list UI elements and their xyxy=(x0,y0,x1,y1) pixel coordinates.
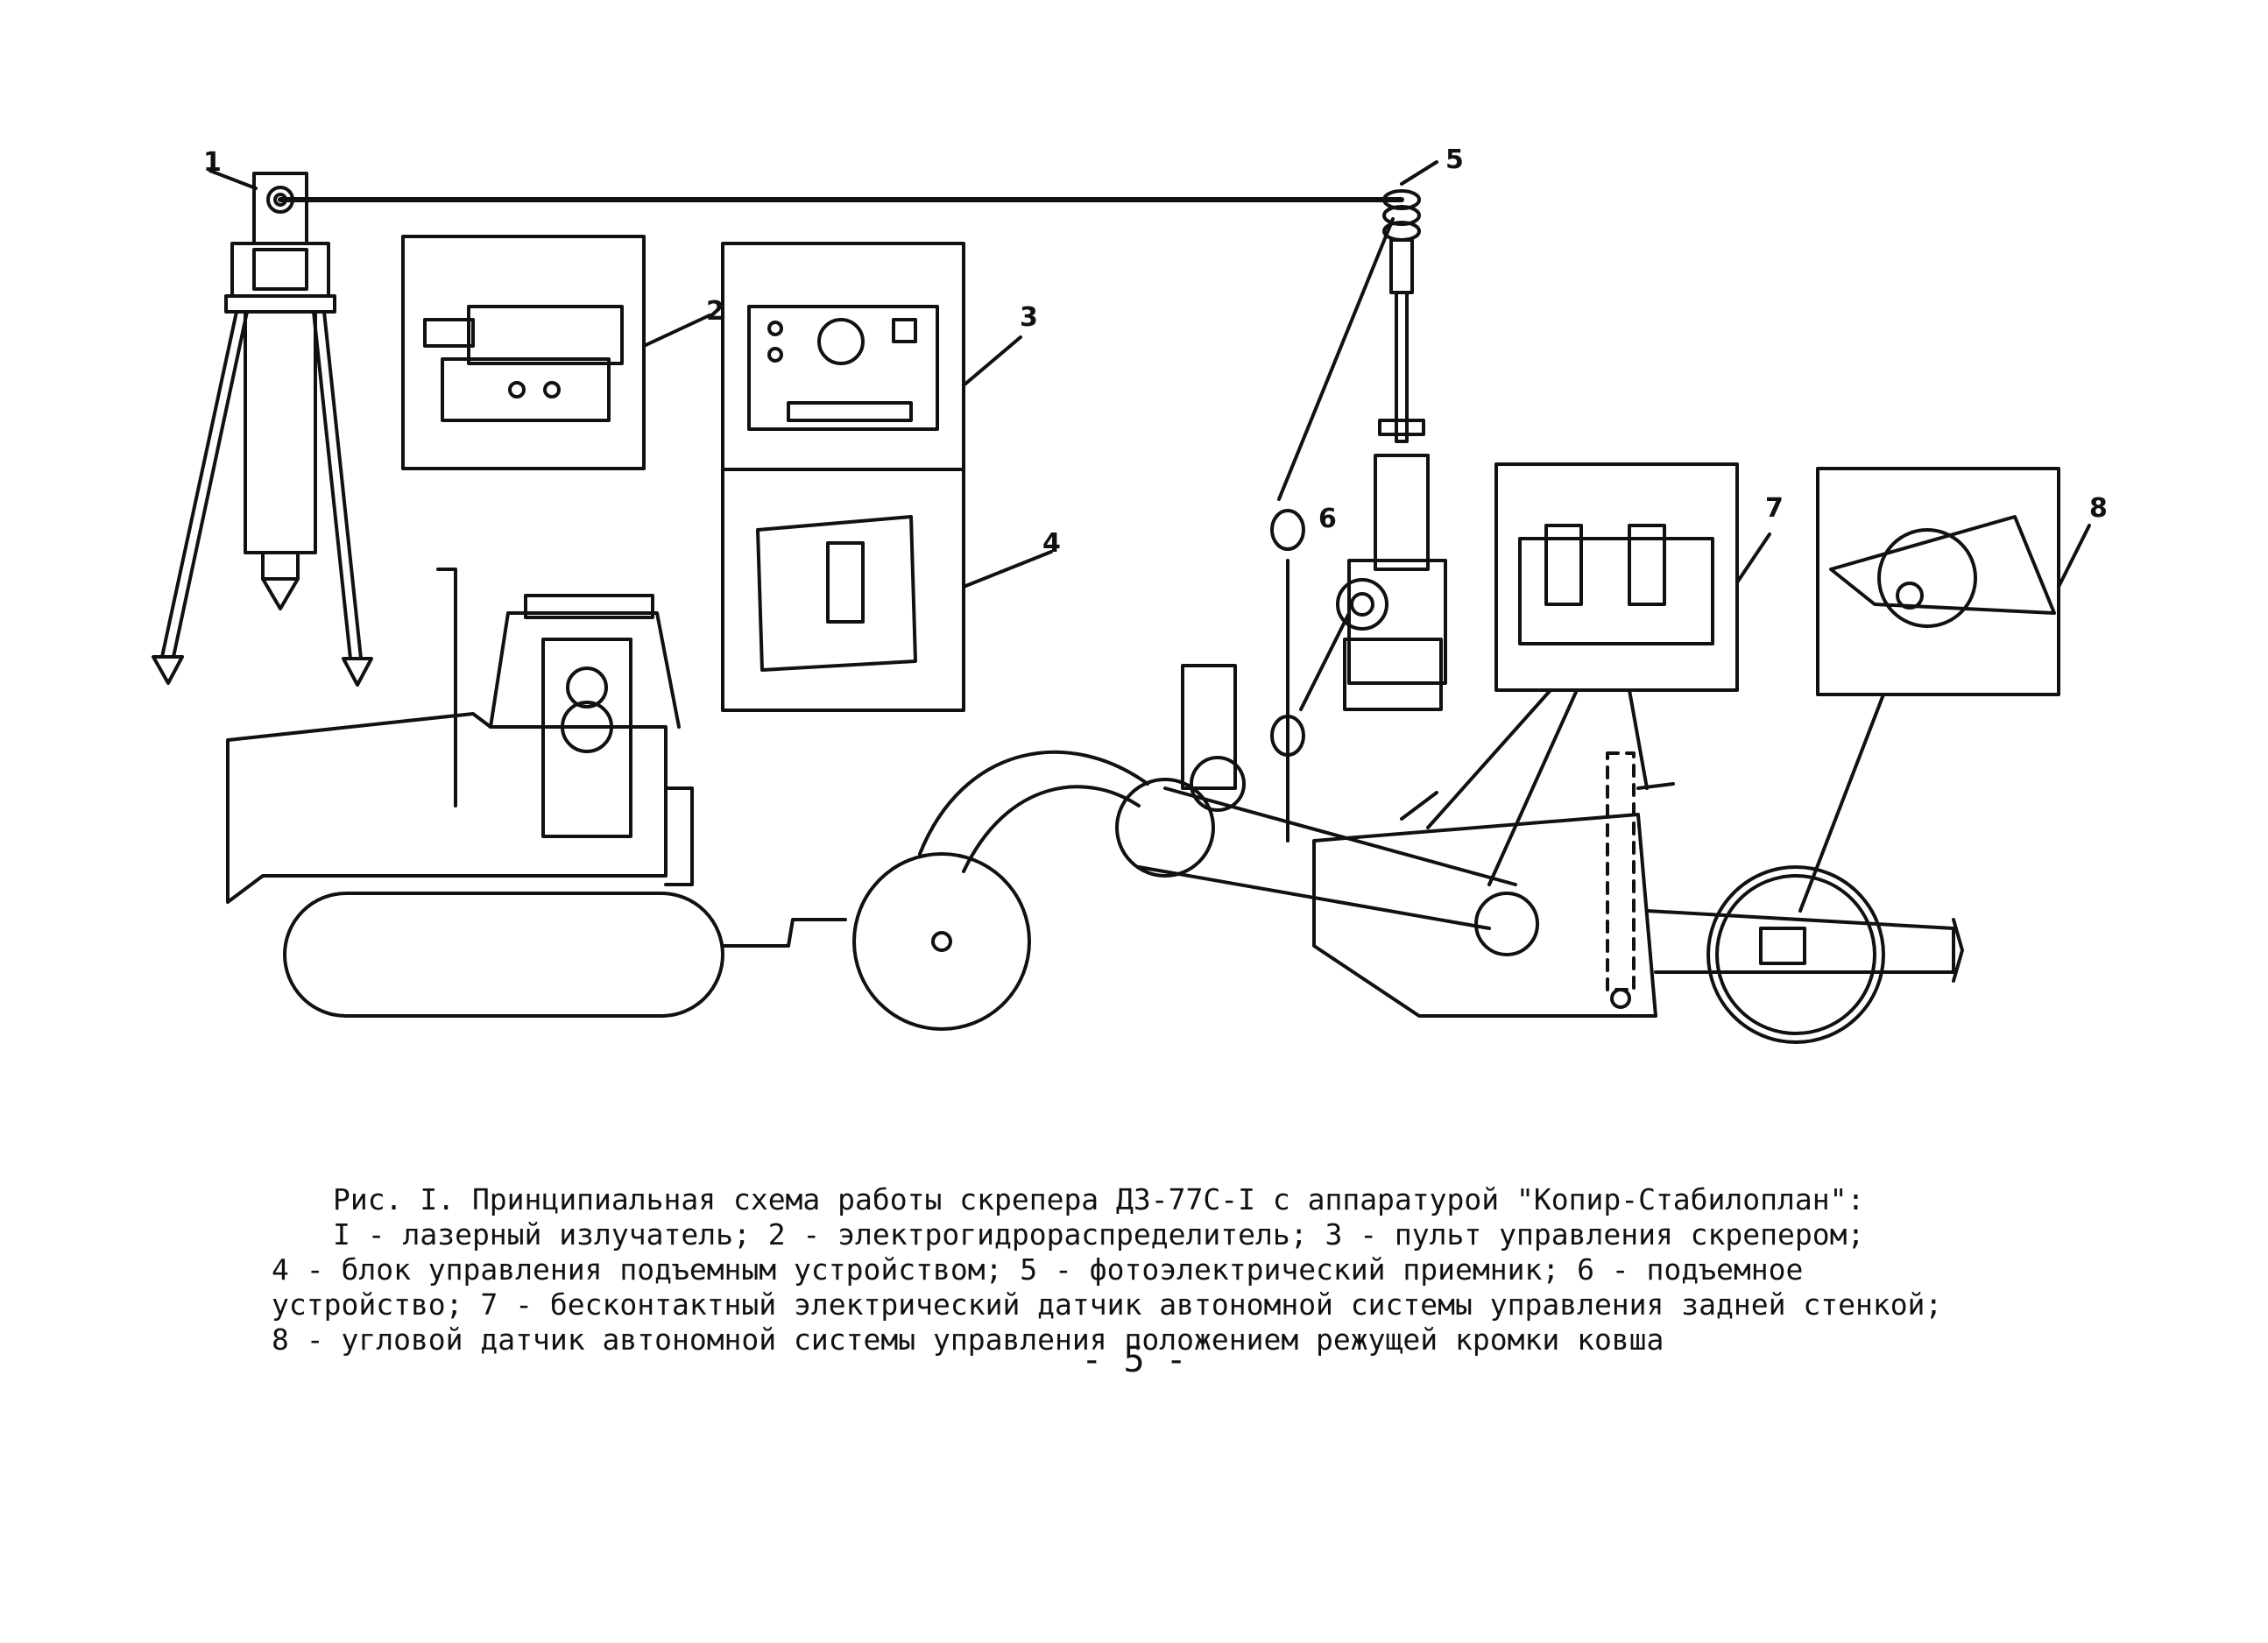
inset-angle-sensor xyxy=(1798,467,2091,913)
callout-4: 4 xyxy=(1042,528,1061,559)
callout-6: 6 xyxy=(1318,504,1337,534)
callout-5: 5 xyxy=(1445,145,1464,175)
page-number: - 5 - xyxy=(1081,1340,1187,1380)
callout-7: 7 xyxy=(1765,493,1784,524)
callout-8: 8 xyxy=(2089,493,2108,524)
laser-emitter-tripod xyxy=(152,169,373,687)
scraper-scheme-diagram xyxy=(152,160,2091,1044)
photoelectric-receiver-mast xyxy=(1270,160,1447,843)
figure-caption: Рис. I. Принципиальная схема работы скре… xyxy=(272,1182,2015,1357)
callout-1: 1 xyxy=(203,147,222,178)
caption-line-3: 4 - блок управления подъемным устройство… xyxy=(272,1252,1804,1287)
caption-line-5: 8 - угловой датчик автономной системы уп… xyxy=(272,1322,1664,1357)
caption-line-2: I - лазерный излучатель; 2 - электрогидр… xyxy=(333,1217,1865,1252)
callout-3: 3 xyxy=(1020,302,1038,333)
callout-2: 2 xyxy=(706,296,724,327)
inset-proximity-sensor xyxy=(1426,462,1771,886)
inset-lift-control-block xyxy=(721,468,1053,712)
tractor xyxy=(226,568,847,1018)
caption-line-4: устройство; 7 - бесконтактный электричес… xyxy=(272,1287,1943,1322)
scraper xyxy=(852,664,1964,1044)
caption-title: Рис. I. Принципиальная схема работы скре… xyxy=(333,1182,1865,1216)
inset-distributor xyxy=(401,235,711,470)
inset-control-panel xyxy=(721,242,1022,471)
